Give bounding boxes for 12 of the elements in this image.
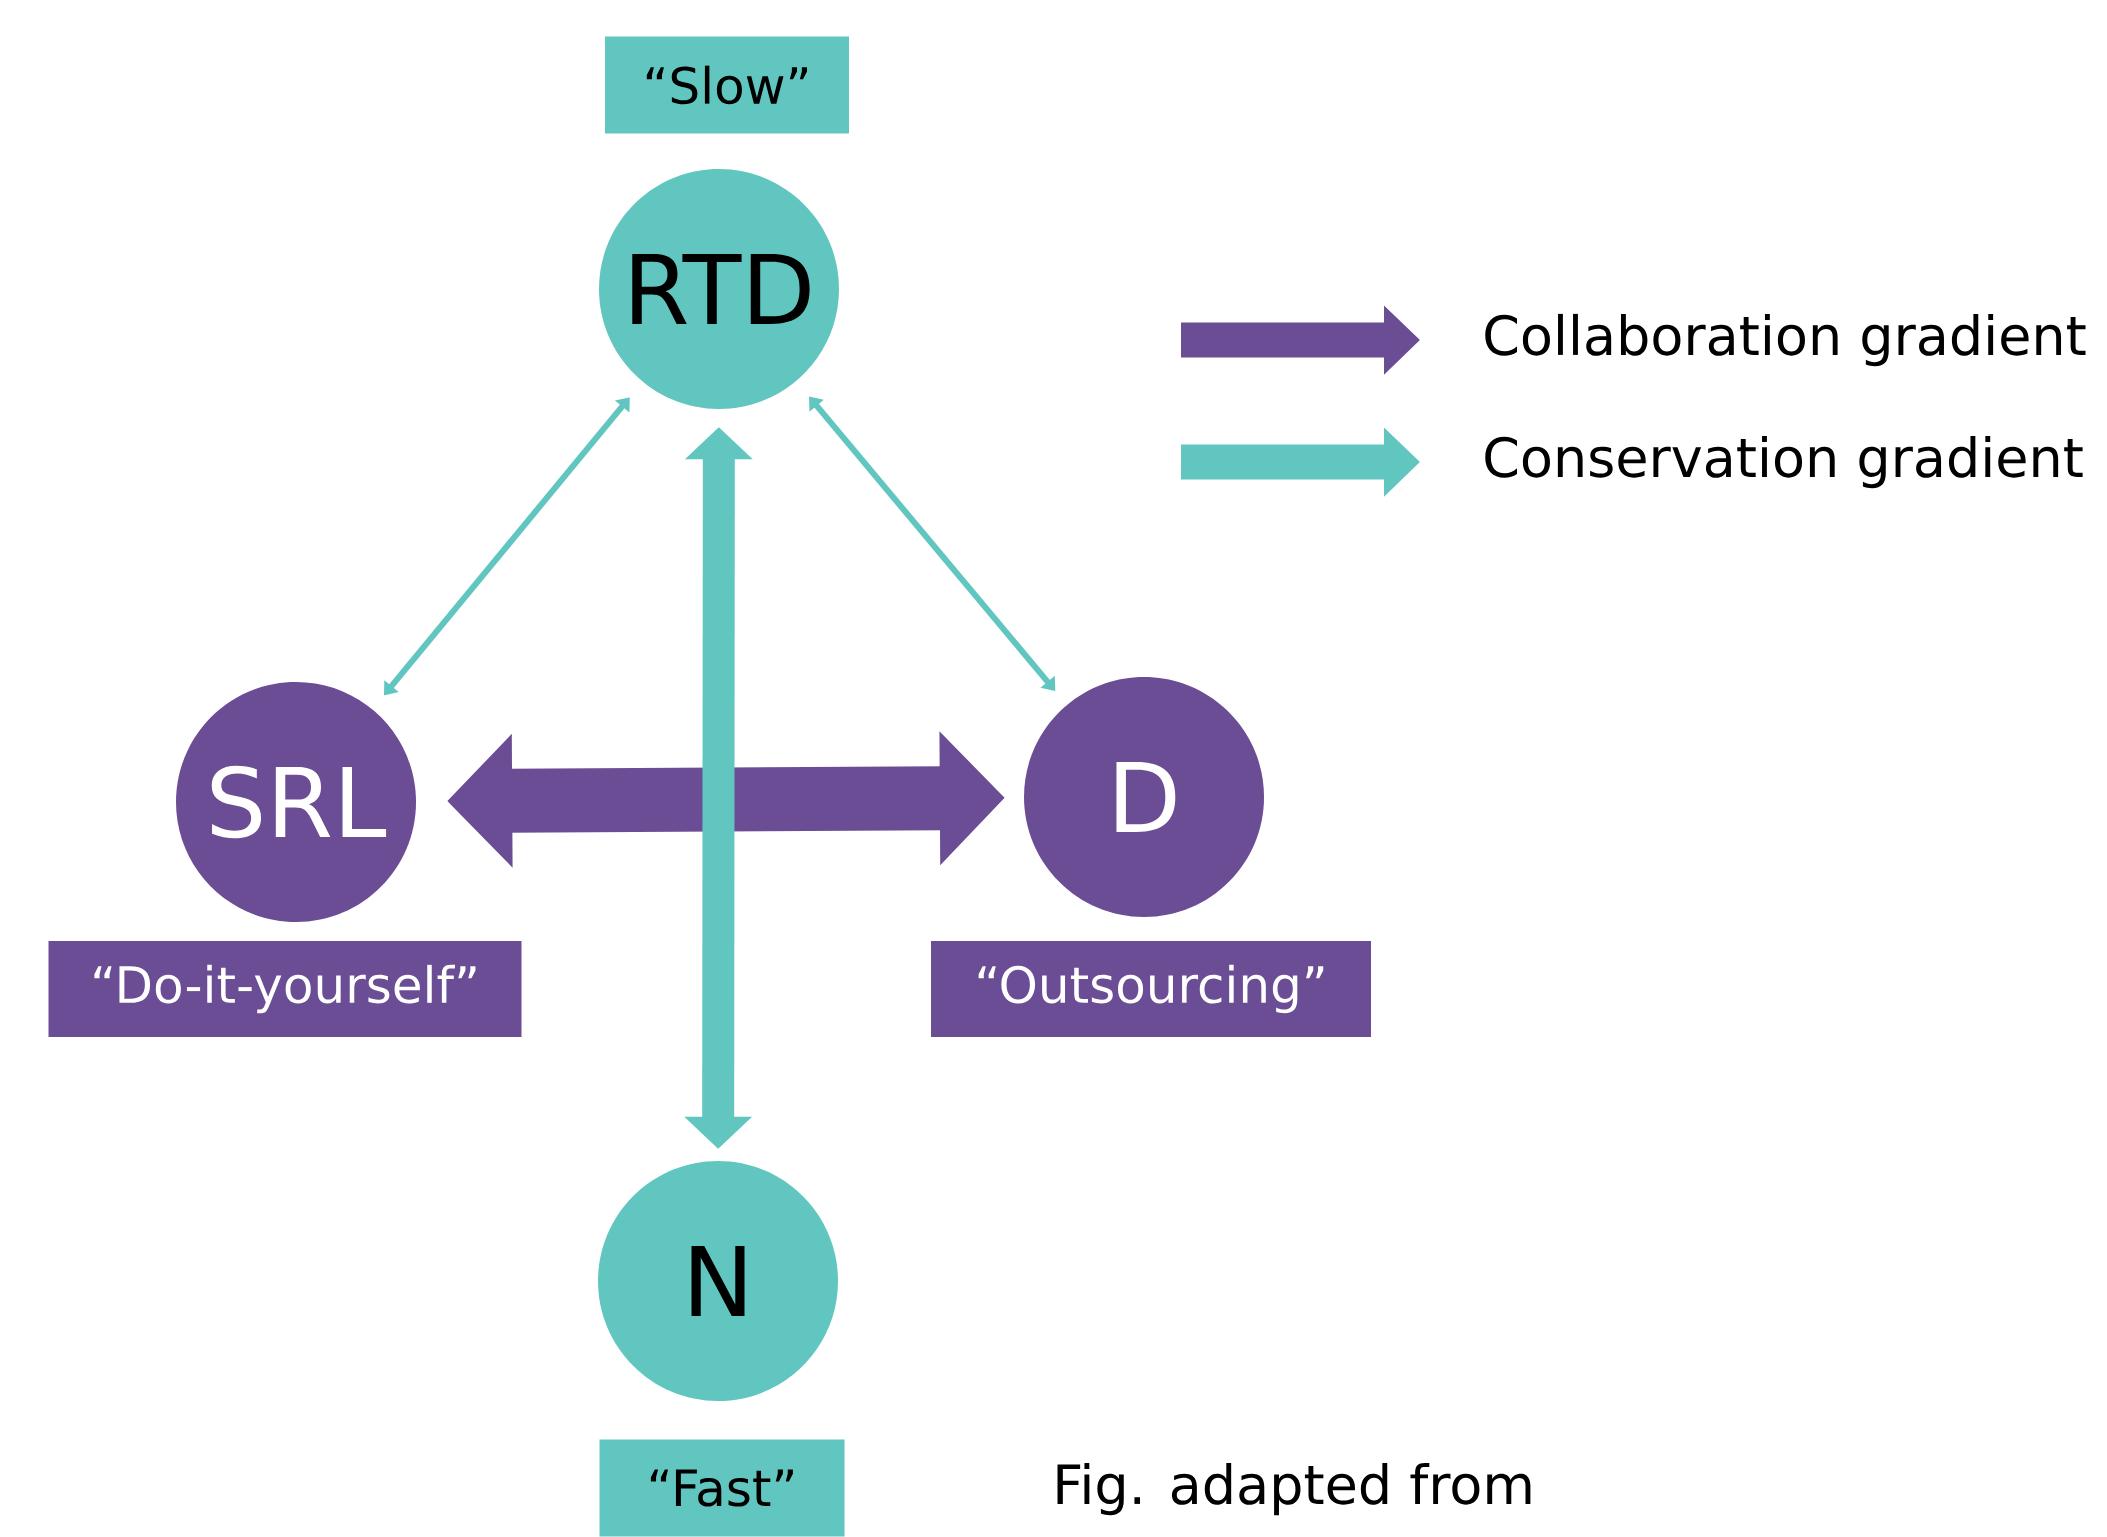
circle-node: D [1024, 677, 1264, 917]
label-box: “Outsourcing” [931, 941, 1371, 1037]
circle-node: RTD [599, 169, 839, 409]
legend-text: Conservation gradient [1485, 435, 2083, 489]
label-box: “Do-it-yourself” [48, 941, 522, 1037]
legend-text: Collaboration gradient [1485, 313, 2086, 367]
label-box: “Fast” [599, 1439, 845, 1537]
circle-node: N [598, 1161, 838, 1401]
note: Fig. adapted from [1057, 1462, 1531, 1516]
double-arrow [809, 396, 1056, 691]
label-box: “Slow” [605, 36, 849, 134]
circle-node: SRL [176, 682, 416, 922]
